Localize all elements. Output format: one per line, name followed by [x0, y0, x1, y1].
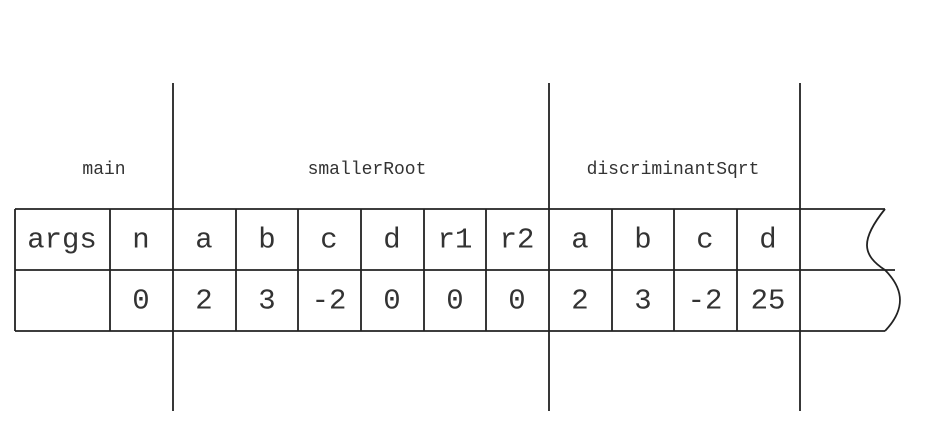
header-cell-c: c — [696, 224, 713, 257]
value-cell-d: 0 — [383, 285, 400, 318]
header-cell-d: d — [759, 224, 776, 257]
value-cell-b: 3 — [634, 285, 651, 318]
value-cell-c: -2 — [312, 285, 347, 318]
header-cell-n: n — [132, 224, 149, 257]
value-cell-r1: 0 — [446, 285, 463, 318]
frame-label-discriminantsqrt: discriminantSqrt — [587, 160, 760, 180]
header-cell-d: d — [383, 224, 400, 257]
header-cell-r2: r2 — [500, 224, 535, 257]
value-cell-b: 3 — [258, 285, 275, 318]
header-cell-b: b — [634, 224, 651, 257]
header-cell-args: args — [27, 224, 97, 257]
frame-label-smallerroot: smallerRoot — [308, 160, 427, 180]
value-cell-a: 2 — [571, 285, 588, 318]
header-cell-b: b — [258, 224, 275, 257]
header-cell-a: a — [571, 224, 588, 257]
value-cell-r2: 0 — [508, 285, 525, 318]
frame-label-main: main — [82, 160, 125, 180]
torn-edge-continuation — [866, 208, 901, 332]
value-cell-c: -2 — [688, 285, 723, 318]
header-cell-c: c — [320, 224, 337, 257]
value-cell-n: 0 — [132, 285, 149, 318]
header-cell-a: a — [195, 224, 212, 257]
header-cell-r1: r1 — [438, 224, 473, 257]
value-cell-a: 2 — [195, 285, 212, 318]
value-cell-d: 25 — [751, 285, 786, 318]
